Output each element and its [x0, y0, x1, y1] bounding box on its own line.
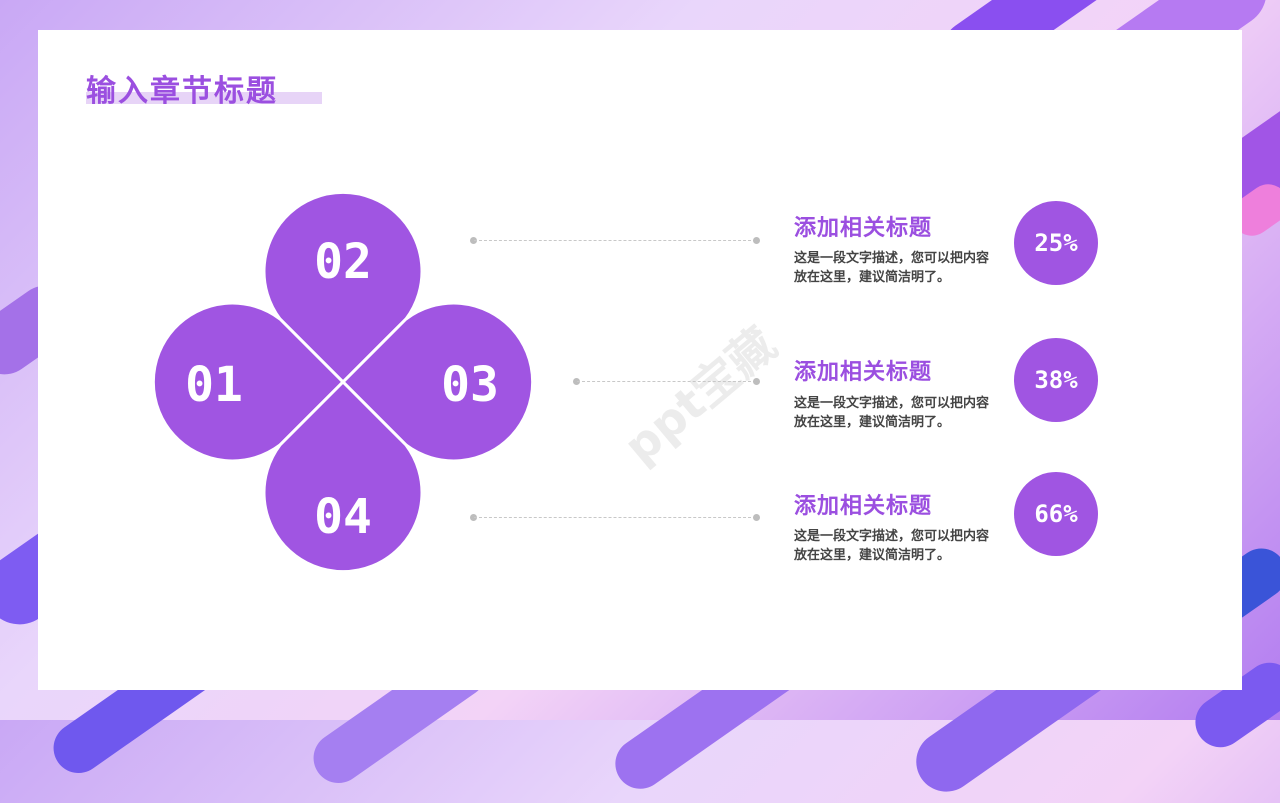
connector-dot	[470, 514, 477, 521]
connector-dot	[753, 237, 760, 244]
petal-03: 03	[340, 301, 535, 463]
section-title: 输入章节标题	[86, 74, 278, 109]
connector-line-1	[474, 240, 756, 241]
slide-card: 输入章节标题 ppt宝藏 02 01 03 04 添加相关标题 这是	[38, 30, 1242, 690]
four-petal-diagram: 02 01 03 04	[151, 190, 535, 574]
item-1-heading: 添加相关标题	[794, 216, 933, 241]
item-2-percent-badge: 38%	[1014, 338, 1098, 422]
connector-dot	[573, 378, 580, 385]
petal-03-number: 03	[441, 357, 499, 413]
item-1-percent-badge: 25%	[1014, 201, 1098, 285]
item-1-description: 这是一段文字描述，您可以把内容放在这里，建议简洁明了。	[794, 251, 990, 285]
petal-01-number: 01	[185, 357, 243, 413]
petal-02-number: 02	[314, 234, 372, 290]
petal-04: 04	[262, 379, 424, 574]
section-title-group: 输入章节标题	[86, 66, 322, 110]
connector-line-2	[577, 381, 756, 382]
connector-dot	[753, 378, 760, 385]
item-2-description: 这是一段文字描述，您可以把内容放在这里，建议简洁明了。	[794, 396, 990, 430]
item-3-description: 这是一段文字描述，您可以把内容放在这里，建议简洁明了。	[794, 529, 990, 563]
petal-01: 01	[151, 301, 346, 463]
connector-line-3	[474, 517, 756, 518]
connector-dot	[470, 237, 477, 244]
item-2-heading: 添加相关标题	[794, 360, 933, 385]
title-underline-bar	[86, 92, 322, 104]
petal-02: 02	[262, 190, 424, 385]
item-3-percent-badge: 66%	[1014, 472, 1098, 556]
petal-04-number: 04	[314, 489, 372, 545]
connector-dot	[753, 514, 760, 521]
item-3-heading: 添加相关标题	[794, 494, 933, 519]
